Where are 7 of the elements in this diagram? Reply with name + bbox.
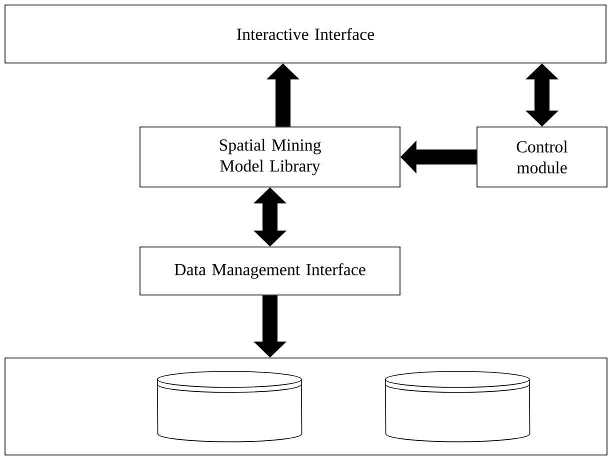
database-cylinder [157, 371, 302, 442]
module-box: Interactive Interface [4, 4, 606, 64]
module-box: Spatial Mining Model Library [140, 126, 400, 188]
storage-box [4, 358, 608, 456]
module-box: Data Management Interface [140, 246, 400, 296]
module-box: Control module [476, 126, 608, 188]
database-cylinder [385, 371, 530, 442]
